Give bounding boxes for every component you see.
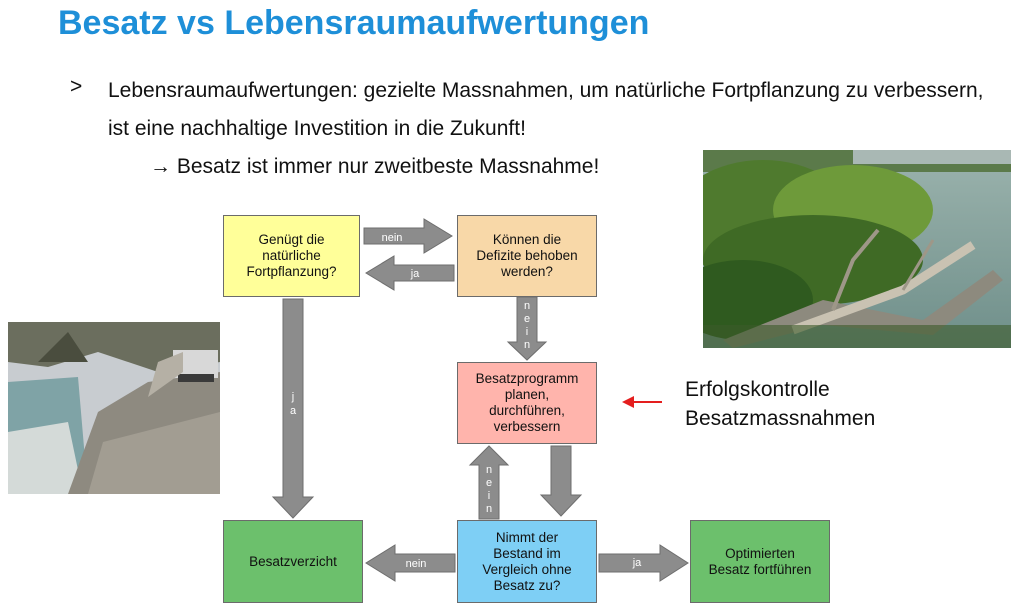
annotation-arrow-head [622,396,634,408]
conclusion-text: → Besatz ist immer nur zweitbeste Massna… [150,155,600,178]
node-stocking-waiver-label: Besatzverzicht [249,553,337,569]
arrow-reproduction-to-deficits [363,218,453,254]
annotation-text: Erfolgskontrolle Besatzmassnahmen [685,378,876,430]
node-continue-optimized-label: Optimierten Besatz fortführen [708,545,812,577]
node-natural-reproduction-label: Genügt die natürliche Fortpflanzung? [246,232,337,279]
node-stocking-program: Besatzprogramm planen, durchführen, verb… [457,362,597,444]
arrow-deficits-to-program [506,296,548,361]
node-population-check: Nimmt der Bestand im Vergleich ohne Besa… [457,520,597,603]
node-stocking-program-label: Besatzprogramm planen, durchführen, verb… [475,371,579,434]
arrow-reproduction-to-waiver [271,298,315,519]
edge-label-nein-bottom: nein [406,558,427,570]
arrow-program-to-population [539,445,583,517]
fallen-tree-lake-photo [703,150,1011,348]
edge-label-ja-bottom: ja [632,557,642,569]
bullet-text: Lebensraumaufwertungen: gezielte Massnah… [108,79,984,140]
edge-label-ja-top: ja [410,268,420,280]
arrow-deficits-to-reproduction [365,255,455,291]
arrow-population-to-program [468,445,510,520]
edge-label-nein-top: nein [382,232,403,244]
node-stocking-waiver: Besatzverzicht [223,520,363,603]
arrow-population-to-waiver [365,544,456,582]
node-continue-optimized: Optimierten Besatz fortführen [690,520,830,603]
bullet-marker: > [70,75,83,98]
node-fix-deficits-label: Können die Defizite behoben werden? [476,232,578,279]
arrow-population-to-optimized [598,544,689,582]
page-title: Besatz vs Lebensraumaufwertungen [58,4,650,42]
node-natural-reproduction: Genügt die natürliche Fortpflanzung? [223,215,360,297]
riverbank-gravel-photo [8,322,220,494]
node-population-check-label: Nimmt der Bestand im Vergleich ohne Besa… [482,529,572,593]
node-fix-deficits: Können die Defizite behoben werden? [457,215,597,297]
